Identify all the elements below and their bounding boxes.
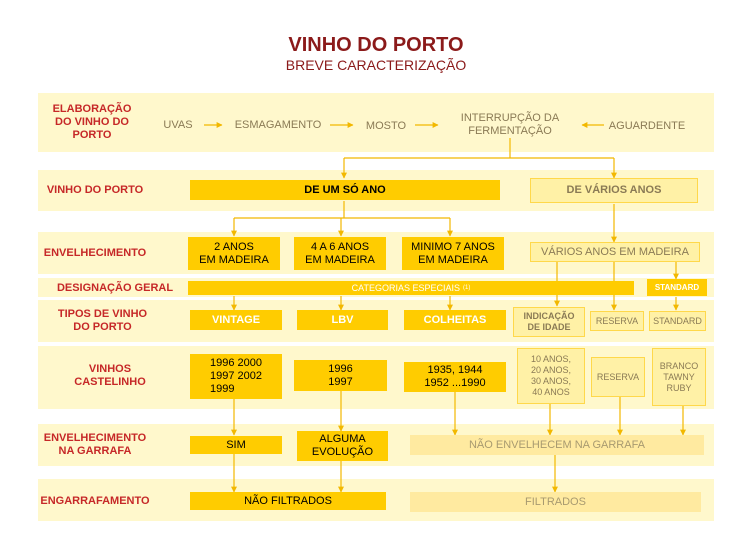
row-label-tipos: TIPOS DE VINHO DO PORTO [57, 308, 148, 333]
box-quatro-seis-anos-madeira: 4 A 6 ANOS EM MADEIRA [294, 237, 386, 270]
box-categorias-especiais: CATEGORIAS ESPECIAIS (1) [188, 281, 634, 295]
box-de-um-so-ano: DE UM SÓ ANO [190, 180, 500, 200]
box-garrafa-alguma-evolucao: ALGUMA EVOLUÇÃO [297, 431, 388, 461]
box-filtrados: FILTRADOS [410, 492, 701, 512]
box-minimo-sete-anos-madeira: MINIMO 7 ANOS EM MADEIRA [402, 237, 504, 270]
box-lbv: LBV [297, 310, 388, 330]
box-garrafa-nao-envelhecem: NÃO ENVELHECEM NA GARRAFA [410, 435, 704, 455]
step-mosto: MOSTO [365, 119, 407, 132]
diagram-subtitle: BREVE CARACTERIZAÇÃO [285, 57, 467, 73]
diagram-title: VINHO DO PORTO [288, 34, 464, 56]
box-nao-filtrados: NÃO FILTRADOS [190, 492, 386, 510]
box-castelinho-colheitas: 1935, 1944 1952 ...1990 [404, 362, 506, 392]
box-castelinho-standard: BRANCO TAWNY RUBY [652, 348, 706, 406]
box-indicacao-de-idade: INDICAÇÃO DE IDADE [513, 307, 585, 337]
box-reserva: RESERVA [590, 311, 644, 331]
categorias-especiais-note: (1) [463, 284, 471, 291]
box-varios-anos-madeira: VÁRIOS ANOS EM MADEIRA [530, 242, 700, 262]
box-castelinho-reserva: RESERVA [591, 357, 645, 397]
box-standard-tipo: STANDARD [649, 311, 706, 331]
box-castelinho-idade: 10 ANOS, 20 ANOS, 30 ANOS, 40 ANOS [517, 348, 585, 404]
box-dois-anos-madeira: 2 ANOS EM MADEIRA [188, 237, 280, 270]
box-standard-designacao: STANDARD [647, 279, 707, 296]
row-label-engarrafamento: ENGARRAFAMENTO [40, 494, 150, 507]
box-garrafa-sim: SIM [190, 436, 282, 454]
row-label-envelhecimento: ENVELHECIMENTO [43, 246, 147, 259]
step-aguardente: AGUARDENTE [608, 119, 686, 132]
step-interrupcao: INTERRUPÇÃO DA FERMENTAÇÃO [460, 112, 560, 137]
step-uvas: UVAS [163, 118, 193, 131]
row-label-designacao-geral: DESIGNAÇÃO GERAL [56, 281, 174, 294]
row-label-garrafa: ENVELHECIMENTO NA GARRAFA [43, 432, 147, 457]
box-castelinho-lbv: 1996 1997 [294, 360, 387, 391]
band-elaboracao [38, 93, 714, 152]
box-colheitas: COLHEITAS [404, 310, 506, 330]
box-castelinho-vintage: 1996 2000 1997 2002 1999 [190, 354, 282, 399]
box-vintage: VINTAGE [190, 310, 282, 330]
row-label-castelinho: VINHOS CASTELINHO [74, 363, 146, 388]
row-label-vinho-do-porto: VINHO DO PORTO [46, 183, 144, 196]
box-de-varios-anos: DE VÁRIOS ANOS [530, 178, 698, 203]
categorias-especiais-text: CATEGORIAS ESPECIAIS [351, 282, 461, 293]
step-esmagamento: ESMAGAMENTO [234, 118, 322, 131]
row-label-elaboracao: ELABORAÇÃO DO VINHO DO PORTO [52, 102, 132, 141]
